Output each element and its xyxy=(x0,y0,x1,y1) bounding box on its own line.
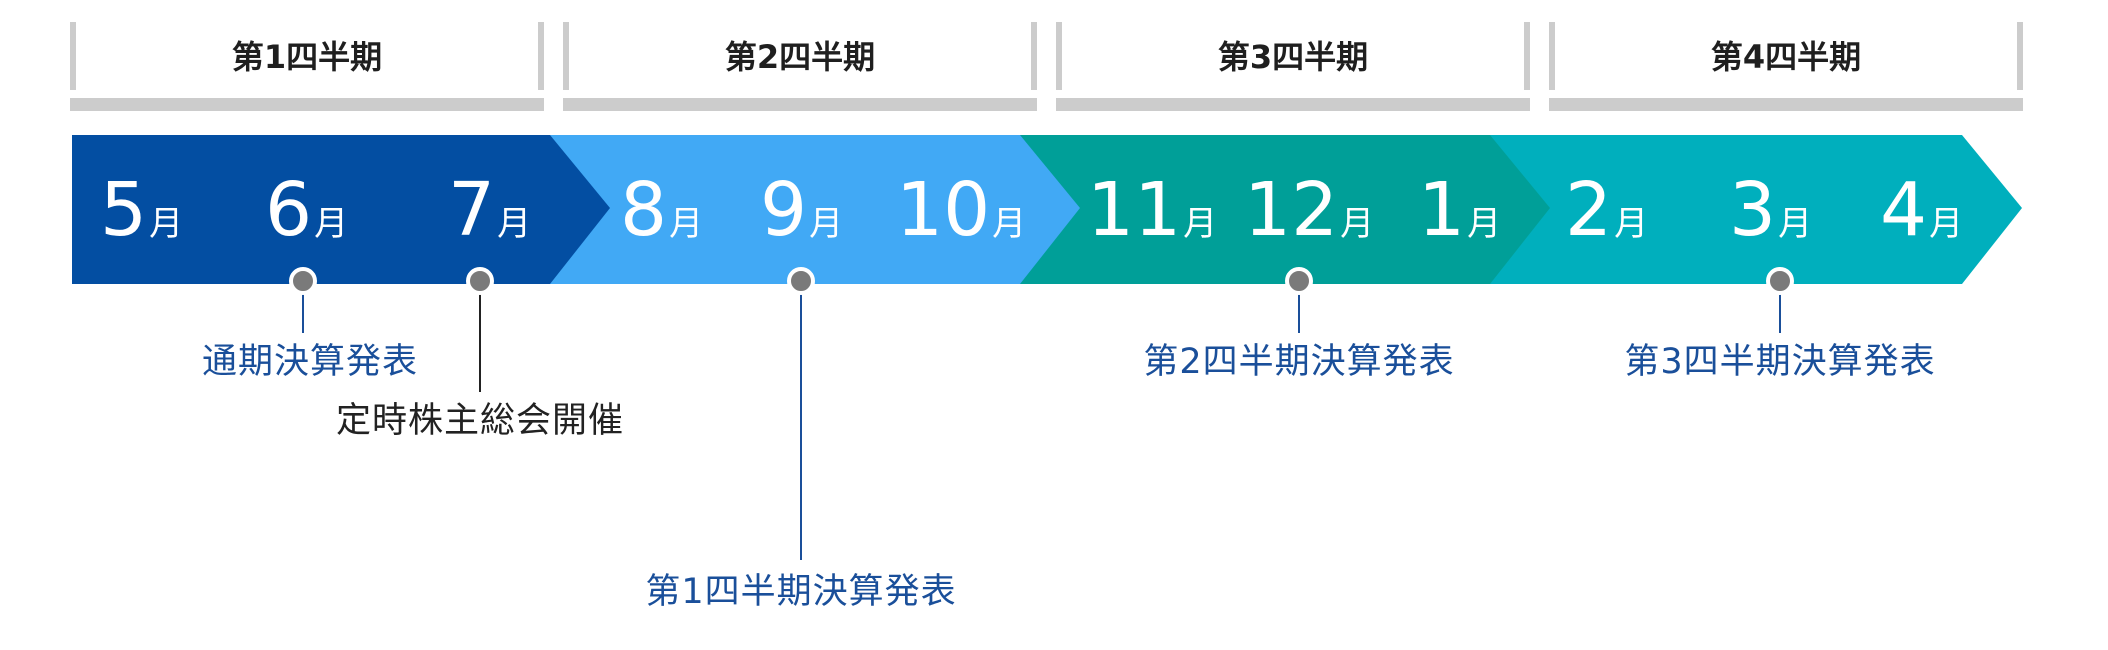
month-9: 9月 xyxy=(760,167,843,253)
event-q3-results: 第3四半期決算発表 xyxy=(1624,267,1935,382)
month-3: 3月 xyxy=(1729,167,1812,253)
event-label: 定時株主総会開催 xyxy=(336,401,624,441)
quarter-label-3: 第3四半期 xyxy=(1218,38,1368,76)
svg-text:8月: 8月 xyxy=(620,167,703,253)
event-label: 通期決算発表 xyxy=(202,342,418,382)
svg-text:4月: 4月 xyxy=(1880,167,1963,253)
svg-text:9月: 9月 xyxy=(760,167,843,253)
month-11: 11月 xyxy=(1087,167,1217,253)
month-7: 7月 xyxy=(448,167,531,253)
svg-text:7月: 7月 xyxy=(448,167,531,253)
month-suffix: 月 xyxy=(1340,204,1374,244)
month-number: 10 xyxy=(896,167,990,253)
svg-text:1月: 1月 xyxy=(1418,167,1501,253)
month-4: 4月 xyxy=(1880,167,1963,253)
month-suffix: 月 xyxy=(992,204,1026,244)
month-suffix: 月 xyxy=(314,204,348,244)
quarter-label-4: 第4四半期 xyxy=(1711,38,1861,76)
quarter-bracket-1: 第1四半期 xyxy=(70,22,544,111)
quarter-label-1: 第1四半期 xyxy=(232,38,382,76)
event-agm: 定時株主総会開催 xyxy=(336,267,624,441)
month-number: 12 xyxy=(1244,167,1338,253)
month-5: 5月 xyxy=(100,167,183,253)
month-6: 6月 xyxy=(265,167,348,253)
month-suffix: 月 xyxy=(809,204,843,244)
month-suffix: 月 xyxy=(497,204,531,244)
event-marker xyxy=(1285,267,1313,295)
month-suffix: 月 xyxy=(1778,204,1812,244)
event-q2-results: 第2四半期決算発表 xyxy=(1143,267,1454,382)
event-full-year-results: 通期決算発表 xyxy=(202,267,418,382)
svg-text:2月: 2月 xyxy=(1565,167,1648,253)
month-10: 10月 xyxy=(896,167,1026,253)
month-number: 11 xyxy=(1087,167,1181,253)
month-suffix: 月 xyxy=(1183,204,1217,244)
month-number: 5 xyxy=(100,167,147,253)
month-number: 8 xyxy=(620,167,667,253)
quarter-band-4 xyxy=(1490,135,2022,284)
svg-text:10月: 10月 xyxy=(896,167,1026,253)
month-number: 1 xyxy=(1418,167,1465,253)
month-number: 2 xyxy=(1565,167,1612,253)
month-12: 12月 xyxy=(1244,167,1374,253)
month-8: 8月 xyxy=(620,167,703,253)
event-marker xyxy=(1766,267,1794,295)
svg-text:6月: 6月 xyxy=(265,167,348,253)
event-q1-results: 第1四半期決算発表 xyxy=(645,267,956,612)
month-suffix: 月 xyxy=(1467,204,1501,244)
month-2: 2月 xyxy=(1565,167,1648,253)
event-label: 第3四半期決算発表 xyxy=(1624,342,1935,382)
quarter-band-3 xyxy=(1020,135,1550,284)
month-1: 1月 xyxy=(1418,167,1501,253)
month-number: 4 xyxy=(1880,167,1927,253)
month-number: 7 xyxy=(448,167,495,253)
event-label: 第1四半期決算発表 xyxy=(645,572,956,612)
quarter-band-2 xyxy=(550,135,1080,284)
quarter-bracket-4: 第4四半期 xyxy=(1549,22,2023,111)
month-number: 6 xyxy=(265,167,312,253)
quarter-bracket-3: 第3四半期 xyxy=(1056,22,1530,111)
quarter-label-2: 第2四半期 xyxy=(725,38,875,76)
event-marker xyxy=(466,267,494,295)
month-number: 3 xyxy=(1729,167,1776,253)
svg-text:12月: 12月 xyxy=(1244,167,1374,253)
svg-text:11月: 11月 xyxy=(1087,167,1217,253)
event-marker xyxy=(289,267,317,295)
month-number: 9 xyxy=(760,167,807,253)
event-label: 第2四半期決算発表 xyxy=(1143,342,1454,382)
event-marker xyxy=(787,267,815,295)
month-suffix: 月 xyxy=(1929,204,1963,244)
month-suffix: 月 xyxy=(669,204,703,244)
quarter-bracket-2: 第2四半期 xyxy=(563,22,1037,111)
svg-text:5月: 5月 xyxy=(100,167,183,253)
quarter-band-1 xyxy=(72,135,610,284)
month-suffix: 月 xyxy=(1614,204,1648,244)
month-suffix: 月 xyxy=(149,204,183,244)
svg-text:3月: 3月 xyxy=(1729,167,1812,253)
